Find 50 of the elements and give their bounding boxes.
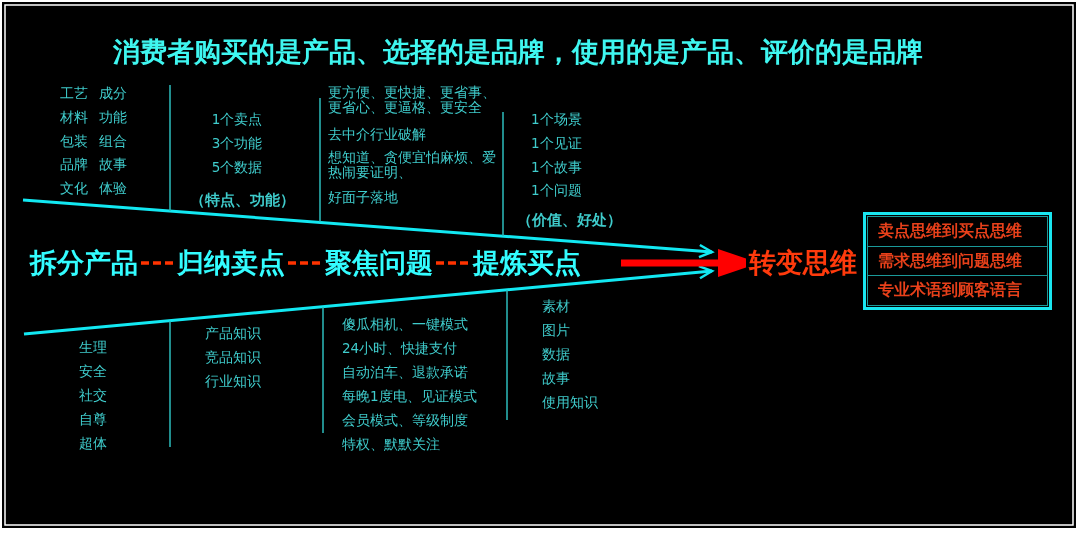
list-box <box>863 212 1052 310</box>
list-row: 专业术语到顾客语言 <box>867 275 1048 306</box>
step-label: 拆分产品 <box>27 247 141 279</box>
branch-text: 1个故事 <box>531 159 582 175</box>
branch-text: 社交 <box>79 387 107 403</box>
connector-line <box>141 261 174 265</box>
branch-heading: （价值、好处） <box>517 212 622 228</box>
branch-text: 材料 功能 <box>60 109 127 125</box>
branch-text: 自尊 <box>79 411 107 427</box>
branch-text: 品牌 故事 <box>60 156 127 172</box>
step-label: 提炼买点 <box>470 247 584 279</box>
connector-line <box>436 261 470 265</box>
branch-text: 1个见证 <box>531 135 582 151</box>
list-row: 需求思维到问题思维 <box>867 246 1048 276</box>
branch-heading: （特点、功能） <box>189 192 295 208</box>
branch-text: 数据 <box>542 346 570 362</box>
list-row: 卖点思维到买点思维 <box>867 216 1048 247</box>
branch-text: 1个卖点 <box>211 111 263 127</box>
result-label: 转变思维 <box>746 247 860 279</box>
branch-text: 去中介行业破解 <box>328 126 426 142</box>
branch-text: 故事 <box>542 370 570 386</box>
branch-text: 3个功能 <box>211 135 263 151</box>
branch-text: 每晚1度电、见证模式 <box>342 388 477 404</box>
connector-line <box>288 261 322 265</box>
branch-text: 傻瓜相机、一键模式 <box>342 316 468 332</box>
branch-text: 生理 <box>79 339 107 355</box>
branch-text: 会员模式、等级制度 <box>342 412 468 428</box>
branch-text: 1个场景 <box>531 111 582 127</box>
branch-text: 好面子落地 <box>328 189 398 205</box>
branch-text: 图片 <box>542 322 570 338</box>
branch-text: 产品知识 <box>205 325 261 341</box>
branch-text: 想知道、贪便宜怕麻烦、爱热闹要证明、 <box>328 150 497 180</box>
branch-text: 安全 <box>79 363 107 379</box>
branch-text: 24小时、快捷支付 <box>342 340 458 356</box>
branch-text: 5个数据 <box>211 159 263 175</box>
title: 消费者购买的是产品、选择的是品牌，使用的是产品、评价的是品牌 <box>113 36 923 68</box>
branch-text: 竞品知识 <box>205 349 261 365</box>
branch-text: 1个问题 <box>531 182 582 198</box>
step-label: 聚焦问题 <box>322 247 436 279</box>
branch-text: 自动泊车、退款承诺 <box>342 364 468 380</box>
branch-text: 素材 <box>542 298 570 314</box>
branch-text: 更方便、更快捷、更省事、更省心、更逼格、更安全 <box>328 85 497 115</box>
branch-text: 超体 <box>79 435 107 451</box>
step-label: 归纳卖点 <box>174 247 288 279</box>
branch-text: 行业知识 <box>205 373 261 389</box>
branch-text: 使用知识 <box>542 394 598 410</box>
branch-text: 包装 组合 <box>60 133 127 149</box>
branch-text: 工艺 成分 <box>60 85 127 101</box>
branch-text: 文化 体验 <box>60 180 127 196</box>
branch-text: 特权、默默关注 <box>342 436 440 452</box>
